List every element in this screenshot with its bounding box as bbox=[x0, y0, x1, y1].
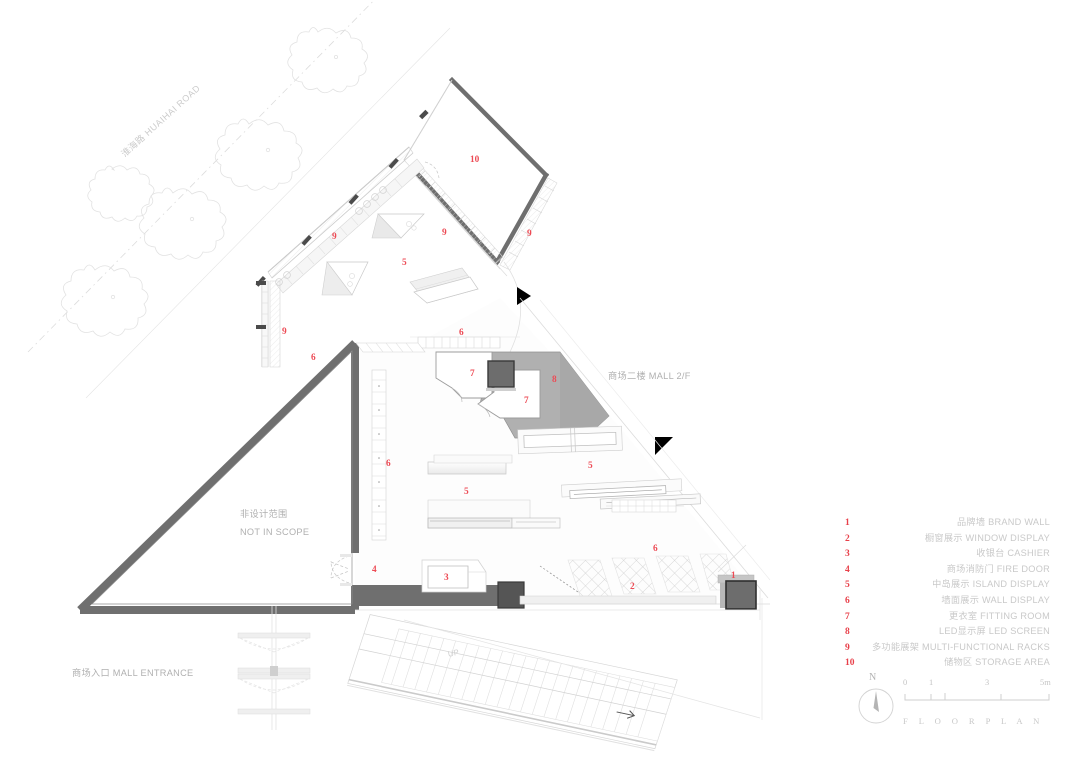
north-arrow-icon bbox=[858, 688, 894, 724]
scale-tick: 5m bbox=[1040, 678, 1051, 687]
scale-tick: 3 bbox=[985, 678, 990, 687]
plan-callout-3: 3 bbox=[444, 573, 449, 583]
legend-number: 5 bbox=[845, 580, 850, 591]
escalator bbox=[346, 614, 678, 752]
plan-callout-9: 9 bbox=[527, 229, 532, 239]
mall-entrance-doors bbox=[237, 606, 311, 730]
scale-bar bbox=[904, 693, 1050, 701]
plan-callout-8: 8 bbox=[552, 375, 557, 385]
mall-2f-label: 商场二楼 MALL 2/F bbox=[608, 371, 691, 381]
plan-callout-6: 6 bbox=[311, 353, 316, 363]
south-storefront bbox=[355, 544, 770, 620]
legend-number: 10 bbox=[845, 658, 855, 669]
scale-and-north: N 0 1 3 5m F L O O R P L A N bbox=[845, 672, 1055, 736]
legend-label: 橱窗展示 WINDOW DISPLAY bbox=[924, 532, 1050, 543]
legend-number: 4 bbox=[845, 564, 850, 575]
legend-label: LED显示屏 LED SCREEN bbox=[939, 626, 1050, 637]
legend-row: 2 橱窗展示 WINDOW DISPLAY bbox=[845, 531, 1050, 547]
scale-tick-labels: 0 1 3 5m bbox=[903, 678, 1055, 690]
not-in-scope-cn: 非设计范围 bbox=[240, 509, 288, 519]
legend-label: 墙面展示 WALL DISPLAY bbox=[941, 594, 1050, 605]
legend-row: 3 收银台 CASHIER bbox=[845, 546, 1050, 562]
legend-number: 6 bbox=[845, 595, 850, 606]
street-trees bbox=[60, 27, 368, 337]
legend-row: 9 多功能展架 MULTI-FUNCTIONAL RACKS bbox=[845, 640, 1050, 656]
legend-label: 收银台 CASHIER bbox=[976, 548, 1050, 559]
legend-row: 4 商场消防门 FIRE DOOR bbox=[845, 562, 1050, 578]
legend-number: 3 bbox=[845, 549, 850, 560]
cashier-3 bbox=[421, 559, 487, 593]
plan-callout-6: 6 bbox=[653, 544, 658, 554]
drawing-title: F L O O R P L A N bbox=[903, 716, 1044, 726]
scale-tick: 0 bbox=[903, 678, 908, 687]
not-in-scope-en: NOT IN SCOPE bbox=[240, 527, 310, 537]
scale-tick: 1 bbox=[929, 678, 934, 687]
plan-callout-7: 7 bbox=[524, 396, 529, 406]
store-envelope-fill bbox=[262, 298, 762, 600]
brand-wall-1 bbox=[717, 544, 761, 620]
storage-area-10 bbox=[403, 76, 558, 277]
plan-callout-5: 5 bbox=[588, 461, 593, 471]
plan-callout-9: 9 bbox=[442, 228, 447, 238]
legend-row: 8 LED显示屏 LED SCREEN bbox=[845, 624, 1050, 640]
fitting-rooms-zone bbox=[435, 351, 610, 439]
mall-entrance-label: 商场入口 MALL ENTRANCE bbox=[72, 668, 194, 678]
street-context bbox=[27, 0, 451, 399]
wall-display-east-6 bbox=[355, 342, 426, 541]
legend: 1 品牌墙 BRAND WALL 2 橱窗展示 WINDOW DISPLAY 3 收银台 … bbox=[845, 515, 1050, 671]
legend-number: 2 bbox=[845, 533, 850, 544]
plan-callout-1: 1 bbox=[731, 571, 736, 581]
plan-callout-6: 6 bbox=[459, 328, 464, 338]
legend-number: 7 bbox=[845, 611, 850, 622]
island-displays-centre-5 bbox=[427, 454, 561, 529]
mall-2f-boundary bbox=[519, 297, 771, 599]
not-in-scope-area bbox=[77, 340, 359, 614]
legend-label: 更衣室 FITTING ROOM bbox=[949, 610, 1050, 621]
plan-callout-6: 6 bbox=[386, 459, 391, 469]
entry-openings bbox=[503, 261, 673, 455]
plan-callout-4: 4 bbox=[372, 565, 377, 575]
legend-row: 5 中岛展示 ISLAND DISPLAY bbox=[845, 577, 1050, 593]
legend-label: 储物区 STORAGE AREA bbox=[944, 657, 1050, 668]
north-letter: N bbox=[869, 672, 877, 683]
wall-display-north-6 bbox=[410, 336, 520, 349]
legend-number: 9 bbox=[845, 642, 850, 653]
fire-door-4 bbox=[330, 554, 352, 586]
legend-number: 8 bbox=[845, 627, 850, 638]
legend-row: 1 品牌墙 BRAND WALL bbox=[845, 515, 1050, 531]
site-boundary-lines bbox=[355, 598, 763, 720]
plan-callout-9: 9 bbox=[282, 327, 287, 337]
legend-row: 10 储物区 STORAGE AREA bbox=[845, 655, 1050, 671]
plan-callout-10: 10 bbox=[470, 155, 480, 165]
plan-callout-9: 9 bbox=[332, 232, 337, 242]
legend-label: 中岛展示 ISLAND DISPLAY bbox=[932, 579, 1050, 590]
facade-racks-9 bbox=[255, 146, 425, 368]
legend-label: 商场消防门 FIRE DOOR bbox=[946, 563, 1050, 574]
legend-row: 7 更衣室 FITTING ROOM bbox=[845, 609, 1050, 625]
island-displays-north-5 bbox=[321, 213, 479, 304]
legend-label: 品牌墙 BRAND WALL bbox=[956, 517, 1050, 527]
legend-label: 多功能展架 MULTI-FUNCTIONAL RACKS bbox=[872, 641, 1050, 652]
legend-number: 1 bbox=[845, 518, 850, 528]
legend-row: 6 墙面展示 WALL DISPLAY bbox=[845, 593, 1050, 609]
plan-callout-5: 5 bbox=[402, 258, 407, 268]
plan-callout-5: 5 bbox=[464, 487, 469, 497]
plan-callout-2: 2 bbox=[630, 582, 635, 592]
wall-display-southeast-6 bbox=[606, 499, 684, 513]
plan-callout-7: 7 bbox=[470, 369, 475, 379]
